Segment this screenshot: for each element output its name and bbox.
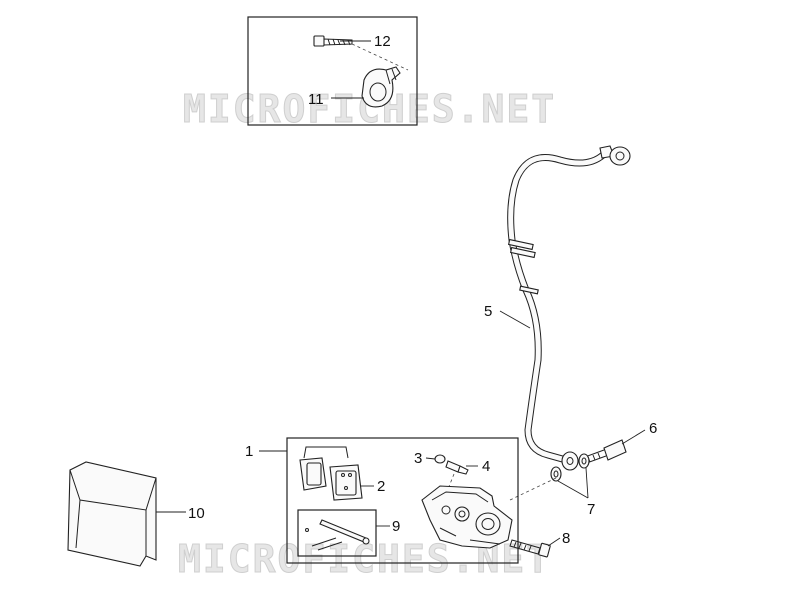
callout-12: 12 bbox=[374, 33, 391, 50]
callout-2: 2 bbox=[377, 478, 385, 495]
screw-8 bbox=[509, 539, 551, 558]
clamp-11 bbox=[361, 66, 401, 108]
banjo-axis bbox=[509, 477, 557, 501]
bolt-12-axis bbox=[351, 43, 409, 71]
callout-1: 1 bbox=[245, 443, 253, 460]
bleeder-cap-3 bbox=[434, 454, 446, 464]
brake-caliper-body bbox=[421, 485, 513, 549]
clamp-kit-box bbox=[247, 16, 418, 126]
callout-9: 9 bbox=[392, 518, 400, 535]
callout-4: 4 bbox=[482, 458, 490, 475]
callout-8: 8 bbox=[562, 530, 570, 547]
manual-booklet-10 bbox=[67, 461, 157, 567]
callout-3: 3 bbox=[414, 450, 422, 467]
leader-3 bbox=[425, 457, 436, 460]
callout-11: 11 bbox=[308, 91, 324, 108]
washers-7 bbox=[550, 453, 590, 482]
leader-7 bbox=[557, 467, 589, 499]
bleeder-valve-4 bbox=[445, 460, 469, 475]
caliper-kit-box bbox=[286, 437, 519, 564]
callout-7: 7 bbox=[587, 501, 595, 518]
leader-6 bbox=[621, 429, 646, 445]
pin-kit-box bbox=[297, 509, 377, 557]
callout-6: 6 bbox=[649, 420, 657, 437]
callout-10: 10 bbox=[188, 505, 205, 522]
brake-hose-5 bbox=[507, 145, 631, 471]
brake-pads-2 bbox=[299, 446, 363, 501]
callout-5: 5 bbox=[484, 303, 492, 320]
pin-kit-9 bbox=[305, 519, 370, 551]
leader-5 bbox=[499, 310, 531, 329]
leader-8 bbox=[547, 537, 561, 547]
